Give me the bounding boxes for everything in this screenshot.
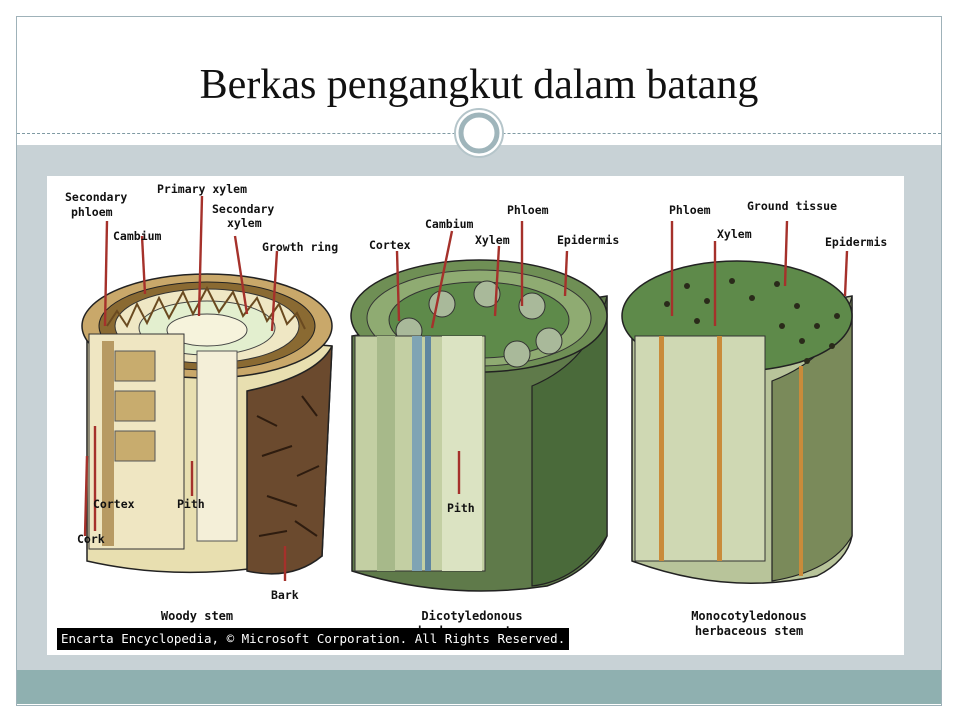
woody-stem-illustration <box>81 273 333 575</box>
label-xylem-dicot: Xylem <box>475 233 510 247</box>
monocot-stem-illustration <box>621 260 853 585</box>
label-secondary-phloem-2: phloem <box>71 205 113 219</box>
label-pith-woody: Pith <box>177 497 205 511</box>
footer-band <box>17 670 941 704</box>
label-secondary-xylem-1: Secondary <box>212 202 274 216</box>
label-bark: Bark <box>271 588 299 602</box>
label-ground-tissue: Ground tissue <box>747 199 837 213</box>
diagram-svg: Secondary phloem Cambium Primary xylem S… <box>65 182 887 638</box>
copyright-bar: Encarta Encyclopedia, © Microsoft Corpor… <box>57 628 570 650</box>
slide-frame <box>16 16 942 706</box>
caption-monocot-line-2: herbaceous stem <box>695 624 803 638</box>
dicot-stem-illustration <box>350 259 608 592</box>
label-pith-dicot: Pith <box>447 501 475 515</box>
label-secondary-xylem-2: xylem <box>227 216 262 230</box>
label-epidermis-dicot: Epidermis <box>557 233 619 247</box>
label-xylem-monocot: Xylem <box>717 227 752 241</box>
label-epidermis-monocot: Epidermis <box>825 235 887 249</box>
label-phloem-monocot: Phloem <box>669 203 711 217</box>
label-secondary-phloem-1: Secondary <box>65 190 127 204</box>
caption-woody-stem: Woody stem <box>161 609 233 623</box>
caption-monocot-line-1: Monocotyledonous <box>691 609 807 623</box>
label-growth-ring: Growth ring <box>262 240 338 254</box>
label-cork: Cork <box>77 532 105 546</box>
divider-circle-ornament <box>454 108 504 158</box>
label-cortex-dicot: Cortex <box>369 238 411 252</box>
label-primary-xylem: Primary xylem <box>157 182 247 196</box>
slide-title: Berkas pengangkut dalam batang <box>199 62 759 108</box>
label-cortex-woody: Cortex <box>93 497 135 511</box>
caption-dicot-line-1: Dicotyledonous <box>421 609 522 623</box>
label-cambium: Cambium <box>113 229 162 243</box>
label-phloem-dicot: Phloem <box>507 203 549 217</box>
stem-cross-section-diagram: Secondary phloem Cambium Primary xylem S… <box>47 176 904 655</box>
label-cambium-dicot: Cambium <box>425 217 474 231</box>
